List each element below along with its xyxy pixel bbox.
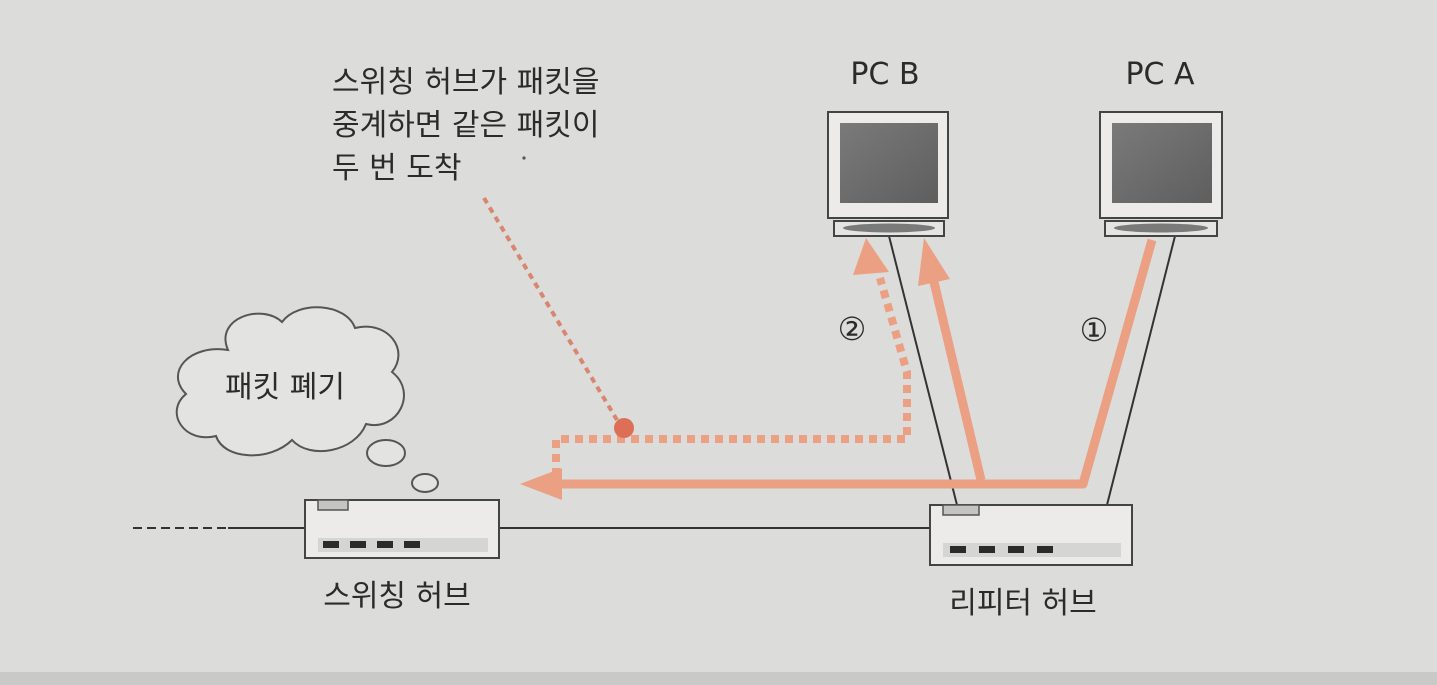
thought-cloud-shape [175,306,405,457]
packet-flow-to-pc-b [929,280,986,482]
switching-hub-port-2 [350,541,366,548]
pc-b-cable [888,235,958,506]
repeater-hub-label: 리피터 허브 [949,586,1097,621]
pc-b-label: PC B [850,57,919,92]
step-1-marker: ① [1080,311,1109,349]
switching-hub-panel [318,538,488,552]
switching-hub-indicator [317,499,349,511]
speck-dot [522,156,526,160]
annotation-line-2: 중계하면 같은 패킷이 [332,108,599,143]
pc-b-screen [840,123,938,203]
pc-b: PC B [827,57,949,237]
annotation-point-dot [614,418,634,438]
packet-flow-arrow-dotted [552,276,911,476]
repeater-hub-port-1 [950,546,966,553]
step-2-marker: ② [838,310,867,348]
repeater-hub-port-2 [979,546,995,553]
thought-bubble-small [411,473,439,493]
switching-hub-port-3 [377,541,393,548]
pc-a: PC A [1099,57,1223,237]
packet-arrowhead-pc-b [918,238,950,286]
pc-a-base-shadow [1114,223,1208,233]
switching-hub-label: 스위칭 허브 [323,579,471,614]
switching-hub: 스위칭 허브 [304,499,500,614]
thought-bubble-large [366,439,406,467]
packet-flow-arrow-solid [562,238,1157,489]
pc-a-screen [1112,123,1212,203]
switching-hub-port-1 [323,541,339,548]
repeater-hub-port-4 [1037,546,1053,553]
repeater-hub-panel [943,543,1121,557]
repeater-hub: 리피터 허브 [929,504,1133,621]
repeater-hub-port-3 [1008,546,1024,553]
pc-a-cable [1106,235,1176,506]
pc-b-base-shadow [843,223,935,233]
thought-cloud: 패킷 폐기 [175,306,439,493]
cloud-label: 패킷 폐기 [225,370,345,405]
annotation-line-1: 스위칭 허브가 패킷을 [332,65,599,100]
annotation-line-3: 두 번 도착 [332,151,461,186]
page-bottom-edge [0,672,1437,685]
repeater-hub-indicator [942,504,980,516]
pc-a-label: PC A [1125,57,1195,92]
annotation-text: 스위칭 허브가 패킷을 중계하면 같은 패킷이 두 번 도착 [332,65,599,186]
packet-arrowhead-pc-b-dotted [853,238,889,275]
packet-arrowhead-switch [520,468,562,500]
annotation-leader-line [482,196,619,422]
switching-hub-port-4 [404,541,420,548]
